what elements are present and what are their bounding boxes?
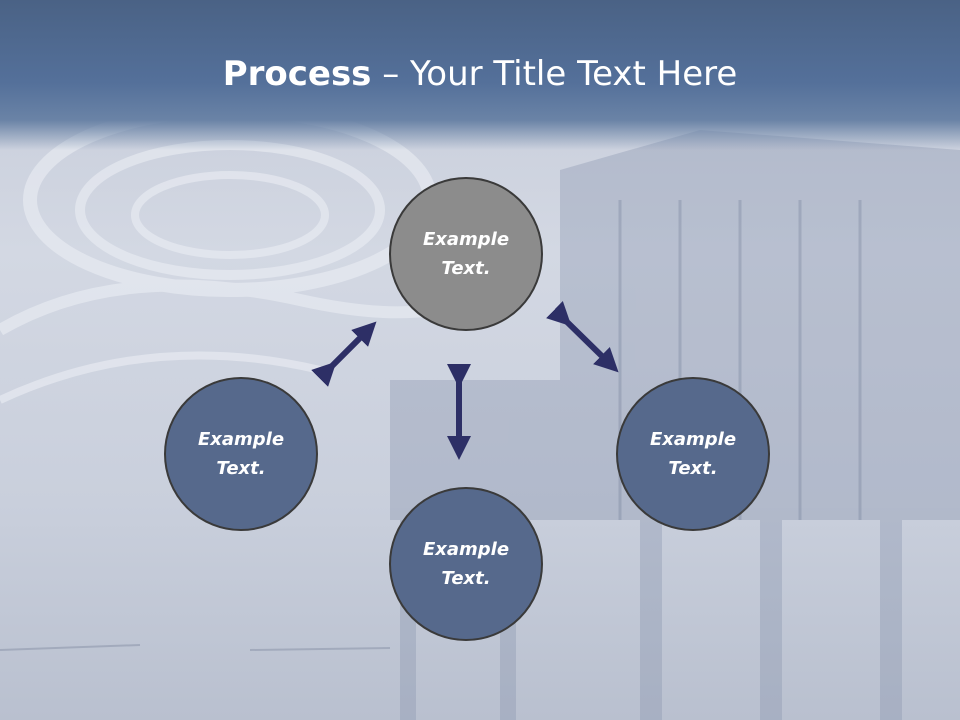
process-node-right: Example Text. bbox=[616, 377, 770, 531]
title-band bbox=[0, 0, 960, 150]
arrow-top-left bbox=[311, 321, 377, 387]
process-node-bottom: Example Text. bbox=[389, 487, 543, 641]
node-top-line2: Text. bbox=[441, 258, 491, 279]
arrow-top-right bbox=[546, 301, 619, 373]
slide-title: Process – Your Title Text Here bbox=[0, 52, 960, 96]
node-right-line2: Text. bbox=[668, 458, 718, 479]
node-top-line1: Example bbox=[422, 229, 510, 250]
node-bottom-line2: Text. bbox=[441, 568, 491, 589]
process-node-top: Example Text. bbox=[389, 177, 543, 331]
node-bottom-line1: Example bbox=[422, 539, 510, 560]
node-left-line2: Text. bbox=[216, 458, 266, 479]
title-rest-part: – Your Title Text Here bbox=[371, 54, 738, 94]
node-right-line1: Example bbox=[649, 429, 737, 450]
title-bold-part: Process bbox=[222, 54, 372, 94]
node-left-line1: Example bbox=[197, 429, 285, 450]
process-node-left: Example Text. bbox=[164, 377, 318, 531]
